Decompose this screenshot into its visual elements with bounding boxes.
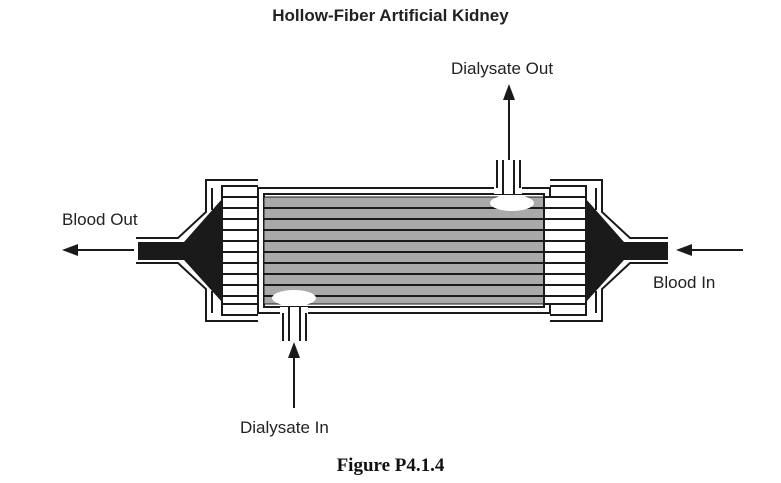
dialysate-out-arrow [503, 84, 515, 160]
right-end-cap [543, 179, 668, 322]
dialysate-out-port [490, 160, 534, 211]
blood-out-label: Blood Out [62, 210, 138, 229]
left-end-cap [136, 179, 259, 322]
blood-in-arrow [676, 244, 743, 256]
dialysate-in-port [272, 290, 316, 341]
dialysate-in-label: Dialysate In [240, 418, 329, 437]
dialysate-in-arrow [288, 342, 300, 408]
dialysate-out-label: Dialysate Out [451, 59, 554, 78]
blood-out-arrow [62, 244, 134, 256]
diagram-title: Hollow-Fiber Artificial Kidney [272, 6, 509, 25]
fiber-bundle [263, 196, 545, 305]
figure-caption: Figure P4.1.4 [336, 455, 445, 476]
blood-in-label: Blood In [653, 273, 716, 292]
